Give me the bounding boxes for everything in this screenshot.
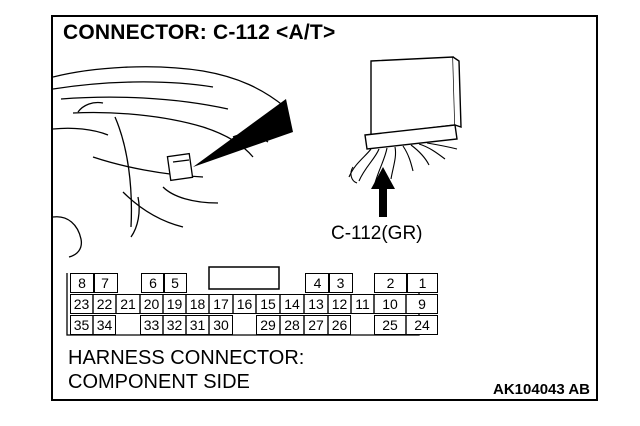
pin-33: 33: [143, 317, 160, 333]
pin-26: 26: [331, 317, 348, 333]
pin-11: 11: [355, 296, 370, 312]
harness-caption: HARNESS CONNECTOR: COMPONENT SIDE: [68, 346, 304, 394]
pin-4: 4: [313, 275, 322, 291]
pin-divider: [328, 273, 330, 293]
pin-1: 1: [418, 275, 427, 291]
pin-19: 19: [166, 296, 183, 312]
pin-3: 3: [336, 275, 345, 291]
figure-code: AK104043 AB: [493, 381, 590, 398]
pin-2: 2: [386, 275, 395, 291]
pin-18: 18: [189, 296, 206, 312]
pin-28: 28: [284, 317, 300, 333]
row3-dividers: [92, 315, 407, 335]
pin-divider: [93, 273, 95, 293]
pin-6: 6: [149, 275, 157, 291]
pin-7: 7: [101, 275, 109, 291]
pin-16: 16: [236, 296, 253, 312]
pin-12: 12: [331, 296, 348, 312]
harness-caption-line2: COMPONENT SIDE: [68, 371, 250, 393]
pin-25: 25: [382, 317, 398, 333]
pin-24: 24: [414, 317, 430, 333]
pin-row2: [70, 294, 438, 314]
diagram-title: CONNECTOR: C-112 <A/T>: [63, 21, 336, 44]
connector-label: C-112(GR): [331, 223, 423, 244]
pin-13: 13: [308, 296, 324, 312]
pin-divider: [163, 273, 165, 293]
diagram-frame: CONNECTOR: C-112 <A/T>: [51, 15, 598, 401]
pin-14: 14: [284, 296, 300, 312]
pin-15: 15: [260, 296, 276, 312]
pin-9: 9: [418, 296, 426, 312]
pin-8: 8: [78, 275, 86, 291]
vehicle-illustration: [53, 56, 462, 258]
pin-31: 31: [189, 317, 206, 333]
pin-17: 17: [213, 296, 229, 312]
pin-divider: [406, 273, 408, 293]
pin-30: 30: [213, 317, 229, 333]
pin-34: 34: [96, 317, 113, 333]
pin-35: 35: [73, 317, 90, 333]
pin-32: 32: [166, 317, 183, 333]
pin-10: 10: [382, 296, 398, 312]
pin-20: 20: [143, 296, 160, 312]
row2-dividers: [92, 294, 407, 314]
harness-caption-line1: HARNESS CONNECTOR:: [68, 347, 305, 369]
pin-23: 23: [73, 296, 90, 312]
pin-29: 29: [260, 317, 276, 333]
pin-5: 5: [171, 275, 179, 291]
pin-22: 22: [96, 296, 113, 312]
pin-27: 27: [308, 317, 324, 333]
pin-21: 21: [120, 296, 136, 312]
